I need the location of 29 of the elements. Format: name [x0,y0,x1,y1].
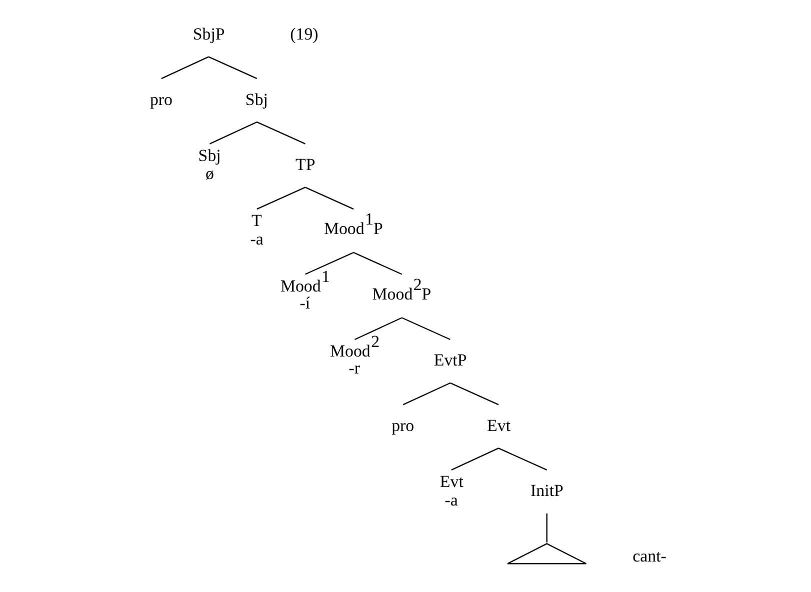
connector [256,121,306,144]
connector [498,448,548,471]
connector [256,186,306,210]
connector [161,56,209,80]
connector [304,186,354,210]
node-text: Sbj ø [198,146,221,184]
connector [304,252,354,275]
node-text: Evt [487,416,511,435]
label: (19) [290,24,318,44]
node-text: TP [296,154,316,174]
node-text: EvtP [434,350,467,370]
node-text: Evt -a [440,472,464,510]
connector [210,121,258,144]
node-text: SbjP [192,24,225,44]
node-text: pro [392,416,414,435]
node-text: Sbj [245,90,268,109]
node-triangle [506,543,587,564]
connector [451,448,499,471]
connector [353,252,402,275]
node-text: T -a [250,211,264,248]
connector [546,513,548,542]
connector [208,56,258,80]
connector [354,317,402,340]
connector [450,382,499,406]
node-text: pro [150,90,173,109]
node-label: cant- [632,546,666,566]
node-text: InitP [530,481,564,500]
connector [402,317,450,340]
connector [402,382,450,406]
